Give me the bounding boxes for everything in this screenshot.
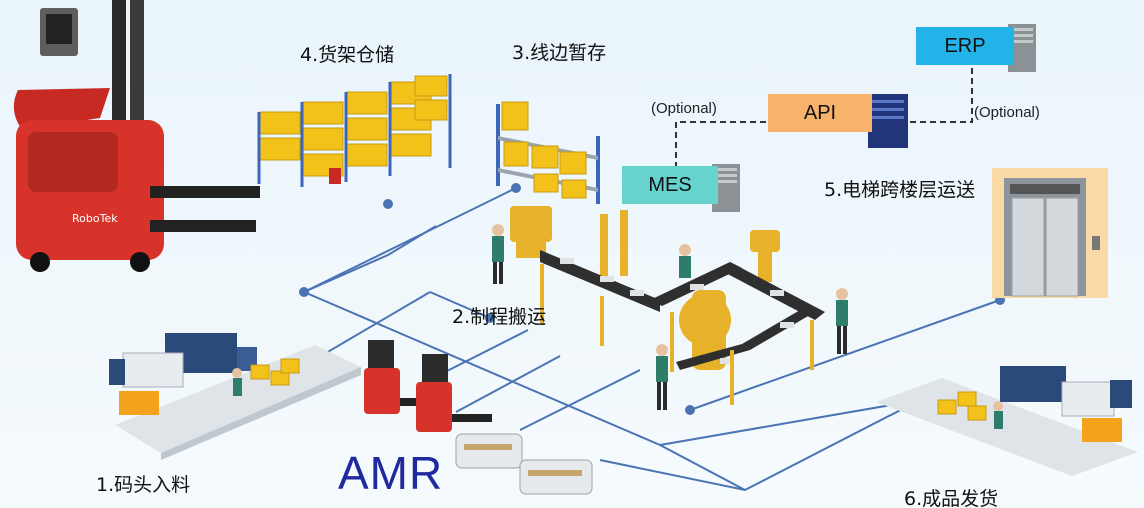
link-amr1 — [444, 329, 529, 373]
amr-title: AMR — [338, 447, 444, 499]
erp-system-box: ERP — [916, 27, 1014, 65]
station-label-process: 2.制程搬运 — [452, 306, 547, 328]
station-label-dock: 1.码头入料 — [96, 474, 191, 496]
production-line-illustration — [492, 206, 848, 410]
dash-api-erp — [910, 68, 973, 123]
station-label-shipping: 6.成品发货 — [904, 488, 999, 508]
station-label-elevator: 5.电梯跨楼层运送 — [824, 179, 976, 201]
api-server-icon — [868, 94, 908, 148]
optional-label-right: (Optional) — [974, 104, 1040, 121]
link-process — [429, 291, 491, 319]
forklift-illustration: RoboTek — [13, 0, 260, 272]
lineside-shelf-illustration — [496, 101, 600, 204]
elevator-illustration — [992, 168, 1108, 298]
warehouse-racks-illustration — [257, 74, 452, 187]
mes-label: MES — [648, 173, 692, 196]
erp-label: ERP — [944, 34, 986, 57]
mes-system-box: MES — [622, 166, 718, 204]
optional-label-left: (Optional) — [651, 100, 717, 117]
shipping-dock-illustration — [876, 366, 1138, 476]
link-amr2 — [455, 355, 561, 413]
link-bottom — [599, 399, 921, 492]
link-lineside — [303, 187, 517, 293]
link-amr3 — [519, 369, 641, 431]
dock-illustration — [109, 333, 361, 460]
forklift-brand: RoboTek — [72, 212, 118, 225]
api-box: API — [768, 94, 872, 132]
link-dock — [313, 291, 431, 361]
dash-mes-api — [675, 121, 768, 168]
amr-vehicles-illustration — [364, 340, 593, 495]
station-label-lineside: 3.线边暂存 — [512, 42, 607, 64]
link-to-elevator — [689, 299, 1001, 411]
station-label-warehouse: 4.货架仓储 — [300, 44, 395, 66]
api-label: API — [803, 101, 837, 124]
link-to-shipping — [659, 399, 921, 446]
